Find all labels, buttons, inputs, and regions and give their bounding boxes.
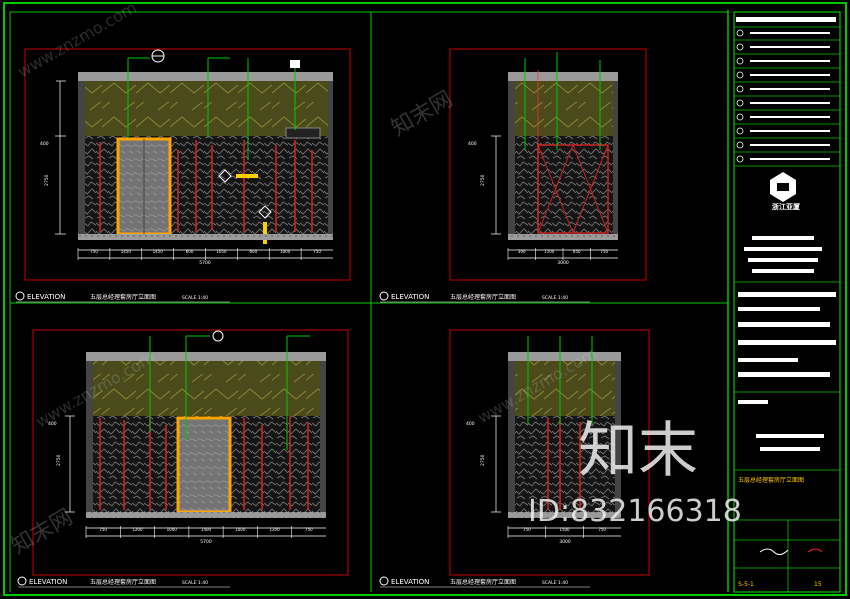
dim-label: 1500 xyxy=(559,527,570,532)
elevation-3-dim-left-lower: 2750 xyxy=(56,454,62,466)
elevation-3-ceiling-band xyxy=(86,352,326,361)
title-block-project-title: 五层总经理套房厅立面图 xyxy=(738,476,804,484)
view-title-1-name: 五层总经理套房厅立面图 xyxy=(90,293,156,301)
viewport-3 xyxy=(32,329,349,576)
dim-label: 750 xyxy=(313,249,321,254)
title-block-drawing-no: S-5-1 xyxy=(738,581,754,588)
dim-label: 750 xyxy=(523,527,531,532)
elevation-1-dim-total: 5700 xyxy=(199,260,211,266)
view-title-2-name: 五层总经理套房厅立面图 xyxy=(450,293,516,301)
elevation-3-upper-panel xyxy=(93,361,320,416)
dim-label: 1450 xyxy=(121,249,132,254)
dim-label: 650 xyxy=(573,249,581,254)
elevation-1-dim-left-lower: 2750 xyxy=(44,174,50,186)
elevation-4-dim-total: 3000 xyxy=(559,539,571,545)
elevation-1-yellow-post xyxy=(263,222,267,244)
dim-label: 1000 xyxy=(235,527,246,532)
elevation-2-upper-panel xyxy=(515,81,613,136)
elevation-3-floor xyxy=(86,512,326,518)
watermark-logo: 知末 xyxy=(578,416,698,486)
dim-label: 300 xyxy=(518,249,526,254)
dim-label: 750 xyxy=(600,249,608,254)
view-title-2-scale: SCALE 1:40 xyxy=(542,295,568,301)
view-title-4-name: 五层总经理套房厅立面图 xyxy=(450,578,516,586)
viewport-1 xyxy=(24,48,351,281)
elevation-3-dim-total: 5700 xyxy=(200,539,212,545)
title-block-sheet-no: 15 xyxy=(814,581,822,588)
dim-label: 1200 xyxy=(269,527,280,532)
view-title-4: ELEVATION 五层总经理套房厅立面图 SCALE 1:40 xyxy=(379,576,590,588)
elevation-2-wall xyxy=(515,136,613,234)
dim-label: 1400 xyxy=(201,527,212,532)
dim-label: 1000 xyxy=(167,527,178,532)
view-title-3-scale: SCALE 1:40 xyxy=(182,580,208,586)
elevation-4-floor xyxy=(508,512,621,518)
watermark-id: ID:832166318 xyxy=(528,494,742,529)
elevation-1-left-wall xyxy=(78,81,85,234)
elevation-2-dim-left-upper: 400 xyxy=(468,141,477,147)
view-title-3-name: 五层总经理套房厅立面图 xyxy=(90,578,156,586)
dim-label: 600 xyxy=(249,249,257,254)
title-block: 浙江亚厦 五层总经理套房厅立面图 S-5-1 15 xyxy=(733,11,841,593)
elevation-4-upper-panel xyxy=(515,361,615,416)
dim-label: 1200 xyxy=(132,527,143,532)
elevation-2: 3000 400 2750 300 1100 650 750 xyxy=(468,52,618,266)
view-title-3: ELEVATION 五层总经理套房厅立面图 SCALE 1:40 xyxy=(17,576,230,588)
dim-label: 1450 xyxy=(153,249,164,254)
elevation-1-yellow-rail xyxy=(236,174,258,178)
elevation-2-ceiling-band xyxy=(508,72,618,81)
view-title-4-scale: SCALE 1:40 xyxy=(542,580,568,586)
elevation-1-floor xyxy=(78,234,333,240)
elevation-4-dim-left-upper: 400 xyxy=(466,421,475,427)
elevation-3-dims-bottom: 750 1200 1000 1400 1000 1200 750 xyxy=(85,526,313,538)
dim-label: 1100 xyxy=(544,249,555,254)
elevation-4-ceiling-band xyxy=(508,352,621,361)
elevation-4-wall xyxy=(515,416,615,512)
viewport-2 xyxy=(449,48,647,281)
viewport-4 xyxy=(449,329,650,576)
dim-label: 750 xyxy=(99,527,107,532)
elevation-1-dim-left-upper: 400 xyxy=(40,141,49,147)
view-title-2: ELEVATION 五层总经理套房厅立面图 SCALE 1:40 xyxy=(379,291,590,303)
elevation-2-dim-total: 3000 xyxy=(557,260,569,266)
dim-label: 1000 xyxy=(280,249,291,254)
company-logo: 浙江亚厦 xyxy=(744,172,822,273)
sheet-border xyxy=(3,2,847,596)
view-title-2-word: ELEVATION xyxy=(391,293,429,301)
elevation-4-dim-left-lower: 2750 xyxy=(480,454,486,466)
elevation-4: 3000 400 2750 750 1500 750 xyxy=(466,336,621,545)
elevation-3-door xyxy=(176,416,232,514)
elevation-1-upper-panel xyxy=(85,81,328,136)
elevation-3-dim-left-upper: 400 xyxy=(48,421,57,427)
elevation-3: 5700 400 2750 750 1200 1000 1400 1000 1200 750 xyxy=(48,330,326,545)
elevation-1-right-wall xyxy=(328,81,333,234)
elevation-2-dims-bottom: 300 1100 650 750 xyxy=(507,248,609,260)
svg-text:浙江亚厦: 浙江亚厦 xyxy=(772,202,801,211)
elevation-4-dims-bottom: 750 1500 750 xyxy=(507,526,606,538)
elevation-1-dims-bottom: 750 1450 1450 600 1050 600 1000 750 xyxy=(77,248,321,260)
dim-label: 1050 xyxy=(216,249,227,254)
elevation-1-dark-panel xyxy=(285,127,321,139)
dim-label: 750 xyxy=(305,527,313,532)
elevation-2-floor xyxy=(508,234,618,240)
view-title-1-word: ELEVATION xyxy=(27,293,65,301)
dim-label: 750 xyxy=(90,249,98,254)
dim-label: 750 xyxy=(598,527,606,532)
elevation-2-dim-left-lower: 2750 xyxy=(480,174,486,186)
dim-label: 600 xyxy=(186,249,194,254)
view-title-1: ELEVATION 五层总经理套房厅立面图 SCALE 1:40 xyxy=(15,291,230,303)
view-title-3-word: ELEVATION xyxy=(29,578,67,586)
elevation-1-ceiling-band xyxy=(78,72,333,81)
view-title-1-scale: SCALE 1:40 xyxy=(182,295,208,301)
view-title-4-word: ELEVATION xyxy=(391,578,429,586)
